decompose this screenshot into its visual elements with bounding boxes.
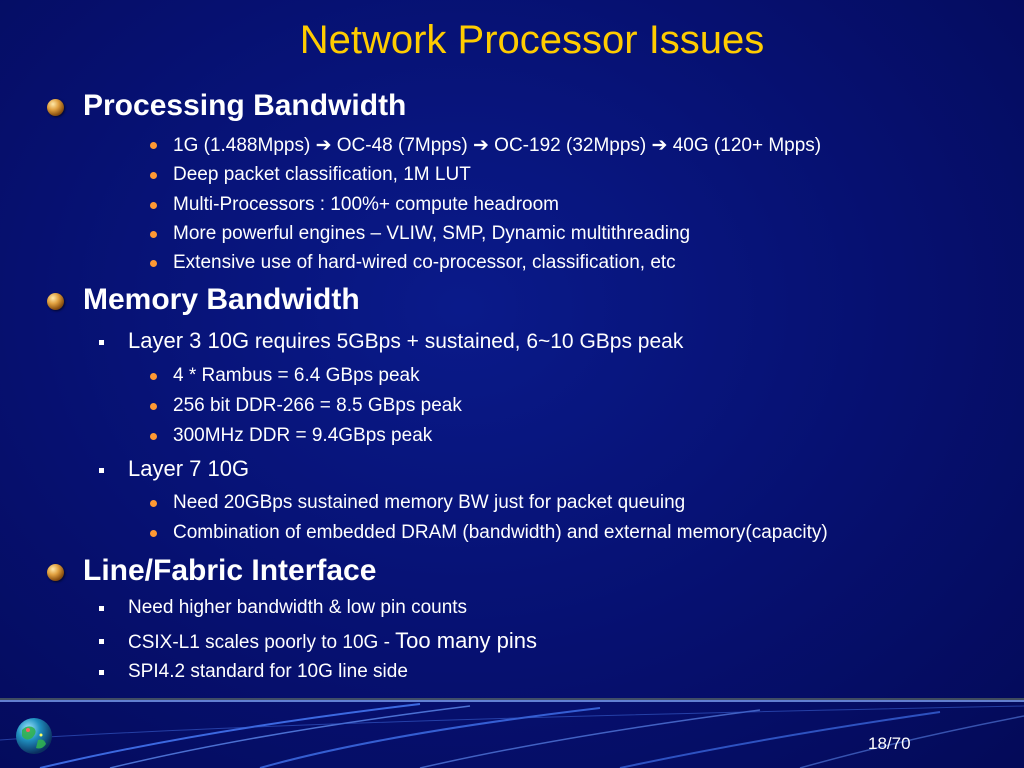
square-bullet-icon	[99, 606, 104, 611]
list-item: 300MHz DDR = 9.4GBps peak	[173, 425, 433, 446]
sub-bullet-icon	[150, 500, 157, 507]
square-bullet-icon	[99, 639, 104, 644]
section-heading: Processing Bandwidth	[83, 89, 407, 122]
slide-title: Network Processor Issues	[299, 18, 765, 62]
section-bullet-icon	[47, 293, 64, 310]
subsection-label-rest: requires 5GBps + sustained, 6~10 GBps pe…	[249, 330, 684, 353]
list-item: 256 bit DDR-266 = 8.5 GBps peak	[173, 395, 462, 416]
square-bullet-icon	[99, 340, 104, 345]
footer-decoration	[0, 698, 1024, 768]
list-item: CSIX-L1 scales poorly to 10G - Too many …	[128, 628, 537, 654]
list-item: Multi-Processors : 100%+ compute headroo…	[173, 194, 559, 215]
list-item: More powerful engines – VLIW, SMP, Dynam…	[173, 223, 691, 244]
globe-icon	[16, 718, 52, 754]
subsection-heading: Layer 3 10G requires 5GBps + sustained, …	[128, 328, 683, 354]
list-item: Need 20GBps sustained memory BW just for…	[173, 492, 686, 513]
list-item: Deep packet classification, 1M LUT	[173, 164, 471, 185]
list-item: 4 * Rambus = 6.4 GBps peak	[173, 365, 420, 386]
page-number: 18/70	[868, 734, 911, 753]
section-heading: Memory Bandwidth	[83, 283, 360, 316]
arrow-icon: ➔	[315, 134, 332, 156]
list-item: SPI4.2 standard for 10G line side	[128, 661, 408, 682]
section-heading: Line/Fabric Interface	[83, 554, 377, 587]
sub-bullet-icon	[150, 202, 157, 209]
square-bullet-icon	[99, 670, 104, 675]
list-item-text: 1G (1.488Mpps)	[173, 135, 316, 156]
list-item-text: 40G (120+ Mpps)	[667, 135, 822, 156]
section-bullet-icon	[47, 99, 64, 116]
list-item: Extensive use of hard-wired co-processor…	[173, 252, 676, 273]
sub-bullet-icon	[150, 260, 157, 267]
sub-bullet-icon	[150, 530, 157, 537]
sub-bullet-icon	[150, 433, 157, 440]
sub-bullet-icon	[150, 373, 157, 380]
section-bullet-icon	[47, 564, 64, 581]
square-bullet-icon	[99, 468, 104, 473]
list-item: Need higher bandwidth & low pin counts	[128, 597, 468, 618]
list-item: 1G (1.488Mpps) ➔ OC-48 (7Mpps) ➔ OC-192 …	[173, 134, 821, 157]
list-item-text: OC-192 (32Mpps)	[488, 135, 652, 156]
list-item-emphasis: Too many pins	[395, 628, 538, 653]
list-item-text: CSIX-L1 scales poorly to 10G -	[128, 632, 396, 653]
sub-bullet-icon	[150, 231, 157, 238]
sub-bullet-icon	[150, 142, 157, 149]
list-item: Combination of embedded DRAM (bandwidth)…	[173, 522, 828, 543]
sub-bullet-icon	[150, 403, 157, 410]
list-item-text: OC-48 (7Mpps)	[331, 135, 473, 156]
subsection-label: Layer 3 10G	[128, 328, 250, 353]
subsection-heading: Layer 7 10G	[128, 456, 250, 481]
arrow-icon: ➔	[651, 134, 668, 156]
arrow-icon: ➔	[472, 134, 489, 156]
sub-bullet-icon	[150, 172, 157, 179]
